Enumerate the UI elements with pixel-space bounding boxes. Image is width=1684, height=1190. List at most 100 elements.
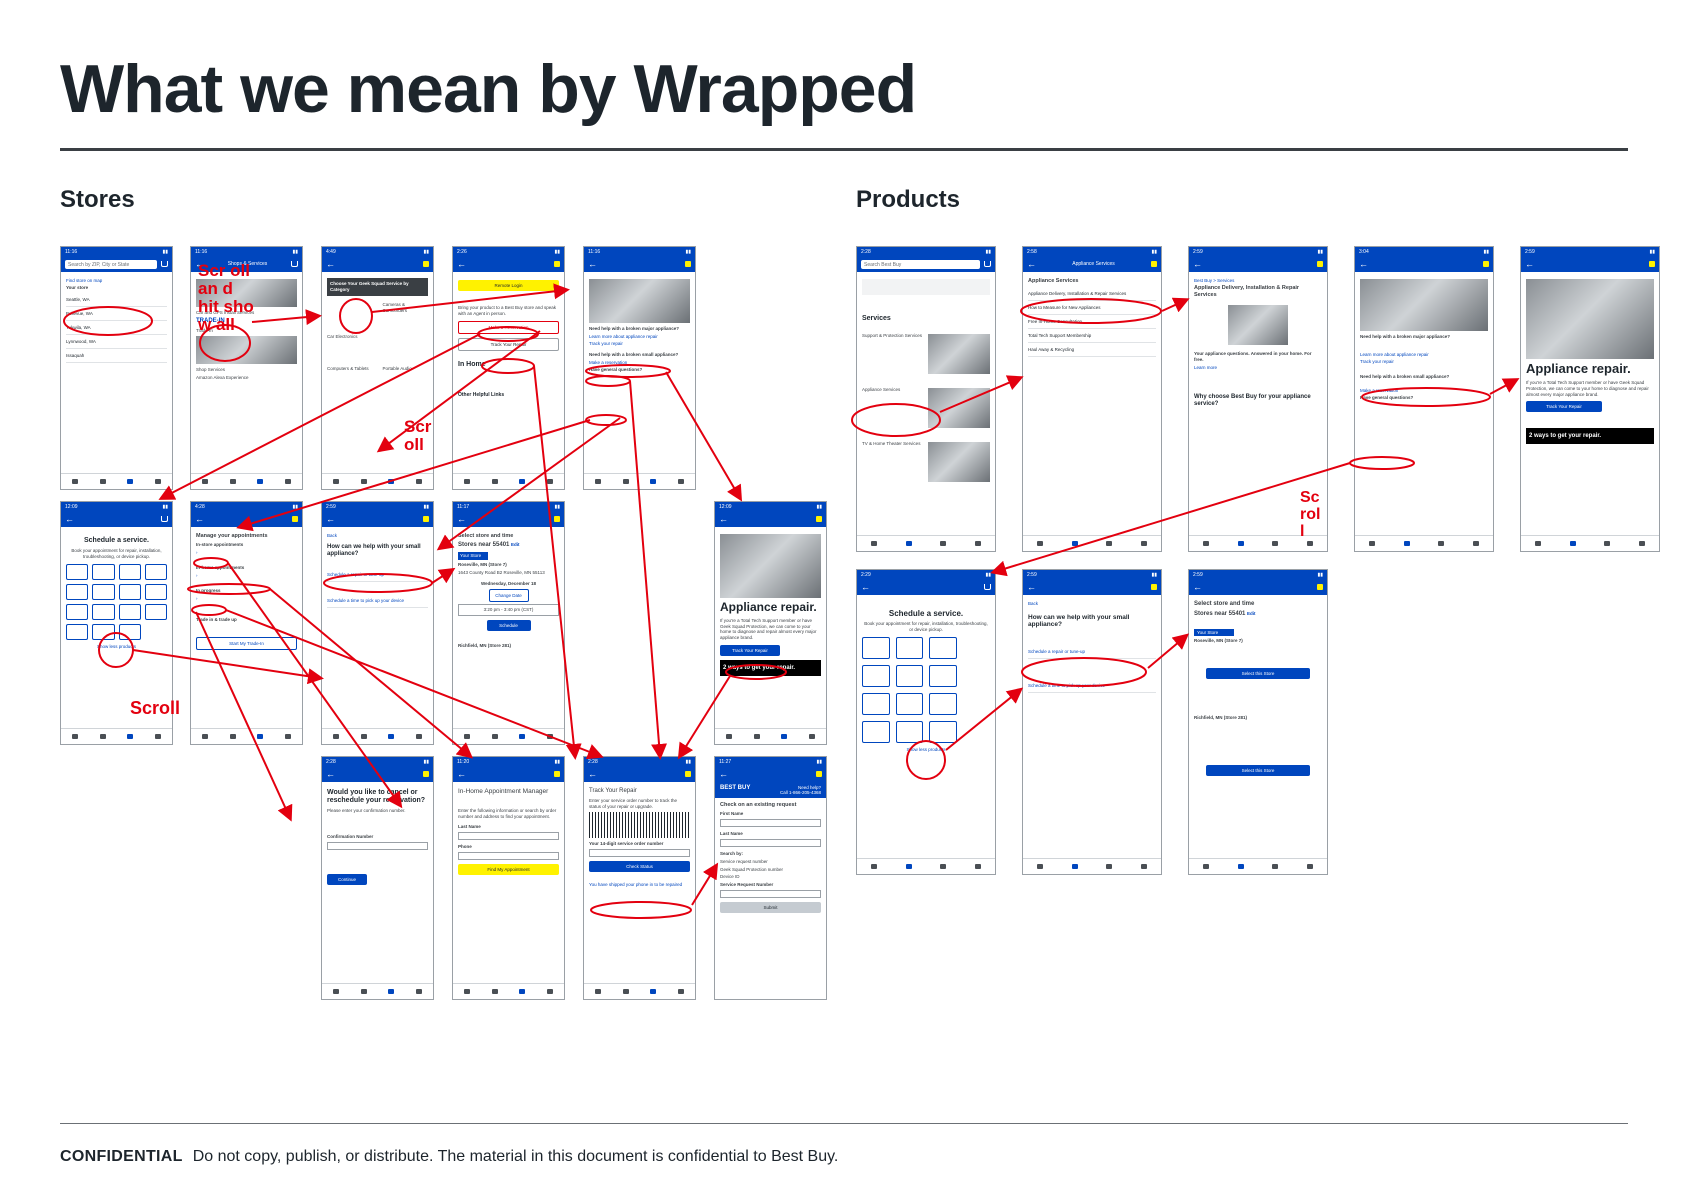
remote-login-button[interactable]: Remote Login (458, 280, 559, 291)
tab-bar[interactable] (584, 473, 695, 489)
phone-icon[interactable] (383, 332, 429, 354)
category-tile[interactable] (862, 636, 890, 659)
submit-button[interactable]: Submit (720, 902, 821, 914)
back-icon[interactable]: ← (457, 259, 466, 269)
make-reservation-button[interactable]: Make a Reservation (458, 320, 559, 334)
make-reservation-link[interactable]: Make a reservation (1360, 387, 1399, 393)
category-tile[interactable] (92, 623, 115, 640)
back-icon[interactable]: ← (65, 514, 74, 524)
trade-in-button[interactable]: Start My Trade-In (196, 636, 297, 650)
category-tile[interactable] (929, 692, 957, 715)
tab-bar[interactable] (322, 728, 433, 744)
repair-option[interactable]: Schedule a repair or tune-up (327, 568, 428, 582)
tab-bar[interactable] (1355, 535, 1493, 551)
back-icon[interactable]: ← (195, 259, 204, 269)
category-tile[interactable] (118, 563, 141, 580)
category-tile[interactable] (144, 563, 167, 580)
list-item[interactable]: Free In-Home Consultation (1028, 315, 1156, 330)
request-number-input[interactable] (720, 890, 821, 899)
category-tile[interactable] (895, 636, 923, 659)
tab-bar[interactable] (1189, 858, 1327, 874)
cart-icon[interactable] (161, 261, 168, 267)
category-tile[interactable] (66, 583, 89, 600)
select-store-button[interactable]: Select this Store (1206, 668, 1310, 680)
back-icon[interactable]: ← (326, 769, 335, 779)
pickup-option[interactable]: Schedule a time to pick up your device (327, 594, 428, 608)
learn-more-link[interactable]: Learn more (1194, 364, 1218, 370)
tab-bar[interactable] (322, 473, 433, 489)
cart-icon[interactable] (161, 516, 168, 522)
category-tile[interactable] (66, 603, 89, 620)
service-order-input[interactable] (589, 849, 690, 858)
tab-bar[interactable] (857, 535, 995, 551)
back-icon[interactable]: ← (1027, 582, 1036, 592)
back-icon[interactable]: ← (1525, 259, 1534, 269)
search-input[interactable]: Search Best Buy (861, 259, 980, 269)
back-icon[interactable]: ← (588, 259, 597, 269)
in-progress-link[interactable]: › (196, 595, 198, 601)
in-home-link[interactable]: › (196, 572, 198, 578)
small-appliances-tile[interactable] (895, 692, 923, 715)
cart-icon[interactable] (291, 261, 298, 267)
confirmation-number-input[interactable] (327, 841, 428, 850)
category-tile[interactable] (92, 563, 115, 580)
category-tile[interactable] (929, 720, 957, 743)
track-repair-button[interactable]: Track Your Repair (720, 645, 780, 657)
select-store-button[interactable]: Select this Store (1206, 765, 1310, 777)
pickup-option[interactable]: Schedule a time to pick up your device (1028, 679, 1156, 693)
radio-service-request[interactable]: Service request number (720, 858, 768, 864)
tab-bar[interactable] (191, 473, 302, 489)
show-less-link[interactable]: Show less products (906, 746, 946, 752)
small-appliances-tile[interactable] (92, 603, 115, 620)
back-icon[interactable]: ← (1359, 259, 1368, 269)
make-reservation-link[interactable]: Make a reservation (589, 359, 628, 365)
time-slot-select[interactable]: 3:20 pm - 3:40 pm (CST) (458, 604, 559, 617)
back-icon[interactable]: ← (1193, 259, 1202, 269)
track-repair-link[interactable]: Track your repair (1360, 358, 1394, 364)
schedule-button[interactable]: Schedule (486, 620, 531, 632)
back-link[interactable]: Back (1028, 601, 1039, 606)
back-icon[interactable]: ← (719, 514, 728, 524)
shipped-phone-link[interactable]: You have shipped your phone in to be rep… (589, 882, 683, 888)
show-less-link[interactable]: Show less products (96, 643, 137, 649)
last-name-input[interactable] (720, 838, 821, 847)
tab-bar[interactable] (453, 983, 564, 999)
tab-bar[interactable] (584, 983, 695, 999)
category-tile[interactable] (66, 563, 89, 580)
appliance-repair-link[interactable]: Learn more about appliance repair (589, 333, 658, 339)
list-item[interactable]: Lynnwood, WA (66, 335, 167, 349)
category-tile[interactable] (66, 623, 89, 640)
appliance-services-item[interactable]: Appliance Services (862, 387, 901, 393)
tab-bar[interactable] (715, 728, 826, 744)
map-link[interactable]: Find store on map (66, 278, 103, 283)
list-item[interactable]: Haul Away & Recycling (1028, 343, 1156, 358)
back-icon[interactable]: ← (1027, 259, 1036, 269)
category-audio[interactable]: Portable Audio (382, 365, 412, 371)
category-tile[interactable] (929, 636, 957, 659)
list-item[interactable]: Bellevue, WA (66, 307, 167, 321)
list-item[interactable]: Total Tech Support Membership (1028, 329, 1156, 344)
back-icon[interactable]: ← (719, 769, 728, 779)
category-tile[interactable] (92, 583, 115, 600)
continue-button[interactable]: Continue (327, 873, 367, 885)
track-repair-link[interactable]: Track your repair (589, 340, 623, 346)
back-link[interactable]: Back (327, 533, 338, 538)
in-store-link[interactable]: › (196, 549, 198, 555)
category-tile[interactable] (862, 692, 890, 715)
category-tile[interactable] (895, 664, 923, 687)
tab-bar[interactable] (857, 858, 995, 874)
repair-option[interactable]: Schedule a repair or tune-up (1028, 645, 1156, 659)
edit-link[interactable]: Edit (511, 542, 520, 548)
breadcrumb[interactable]: Best Buy > Services (1194, 278, 1235, 283)
back-icon[interactable]: ← (457, 514, 466, 524)
back-icon[interactable]: ← (326, 259, 335, 269)
check-status-button[interactable]: Check Status (589, 861, 690, 873)
category-cameras[interactable]: Cameras & Camcorders (382, 301, 408, 313)
cart-icon[interactable] (984, 584, 991, 590)
edit-link[interactable]: Edit (1247, 610, 1256, 616)
back-icon[interactable]: ← (457, 769, 466, 779)
category-computers[interactable]: Computers & Tablets (327, 365, 369, 371)
back-icon[interactable]: ← (861, 582, 870, 592)
tab-bar[interactable] (1023, 858, 1161, 874)
tab-bar[interactable] (1521, 535, 1659, 551)
